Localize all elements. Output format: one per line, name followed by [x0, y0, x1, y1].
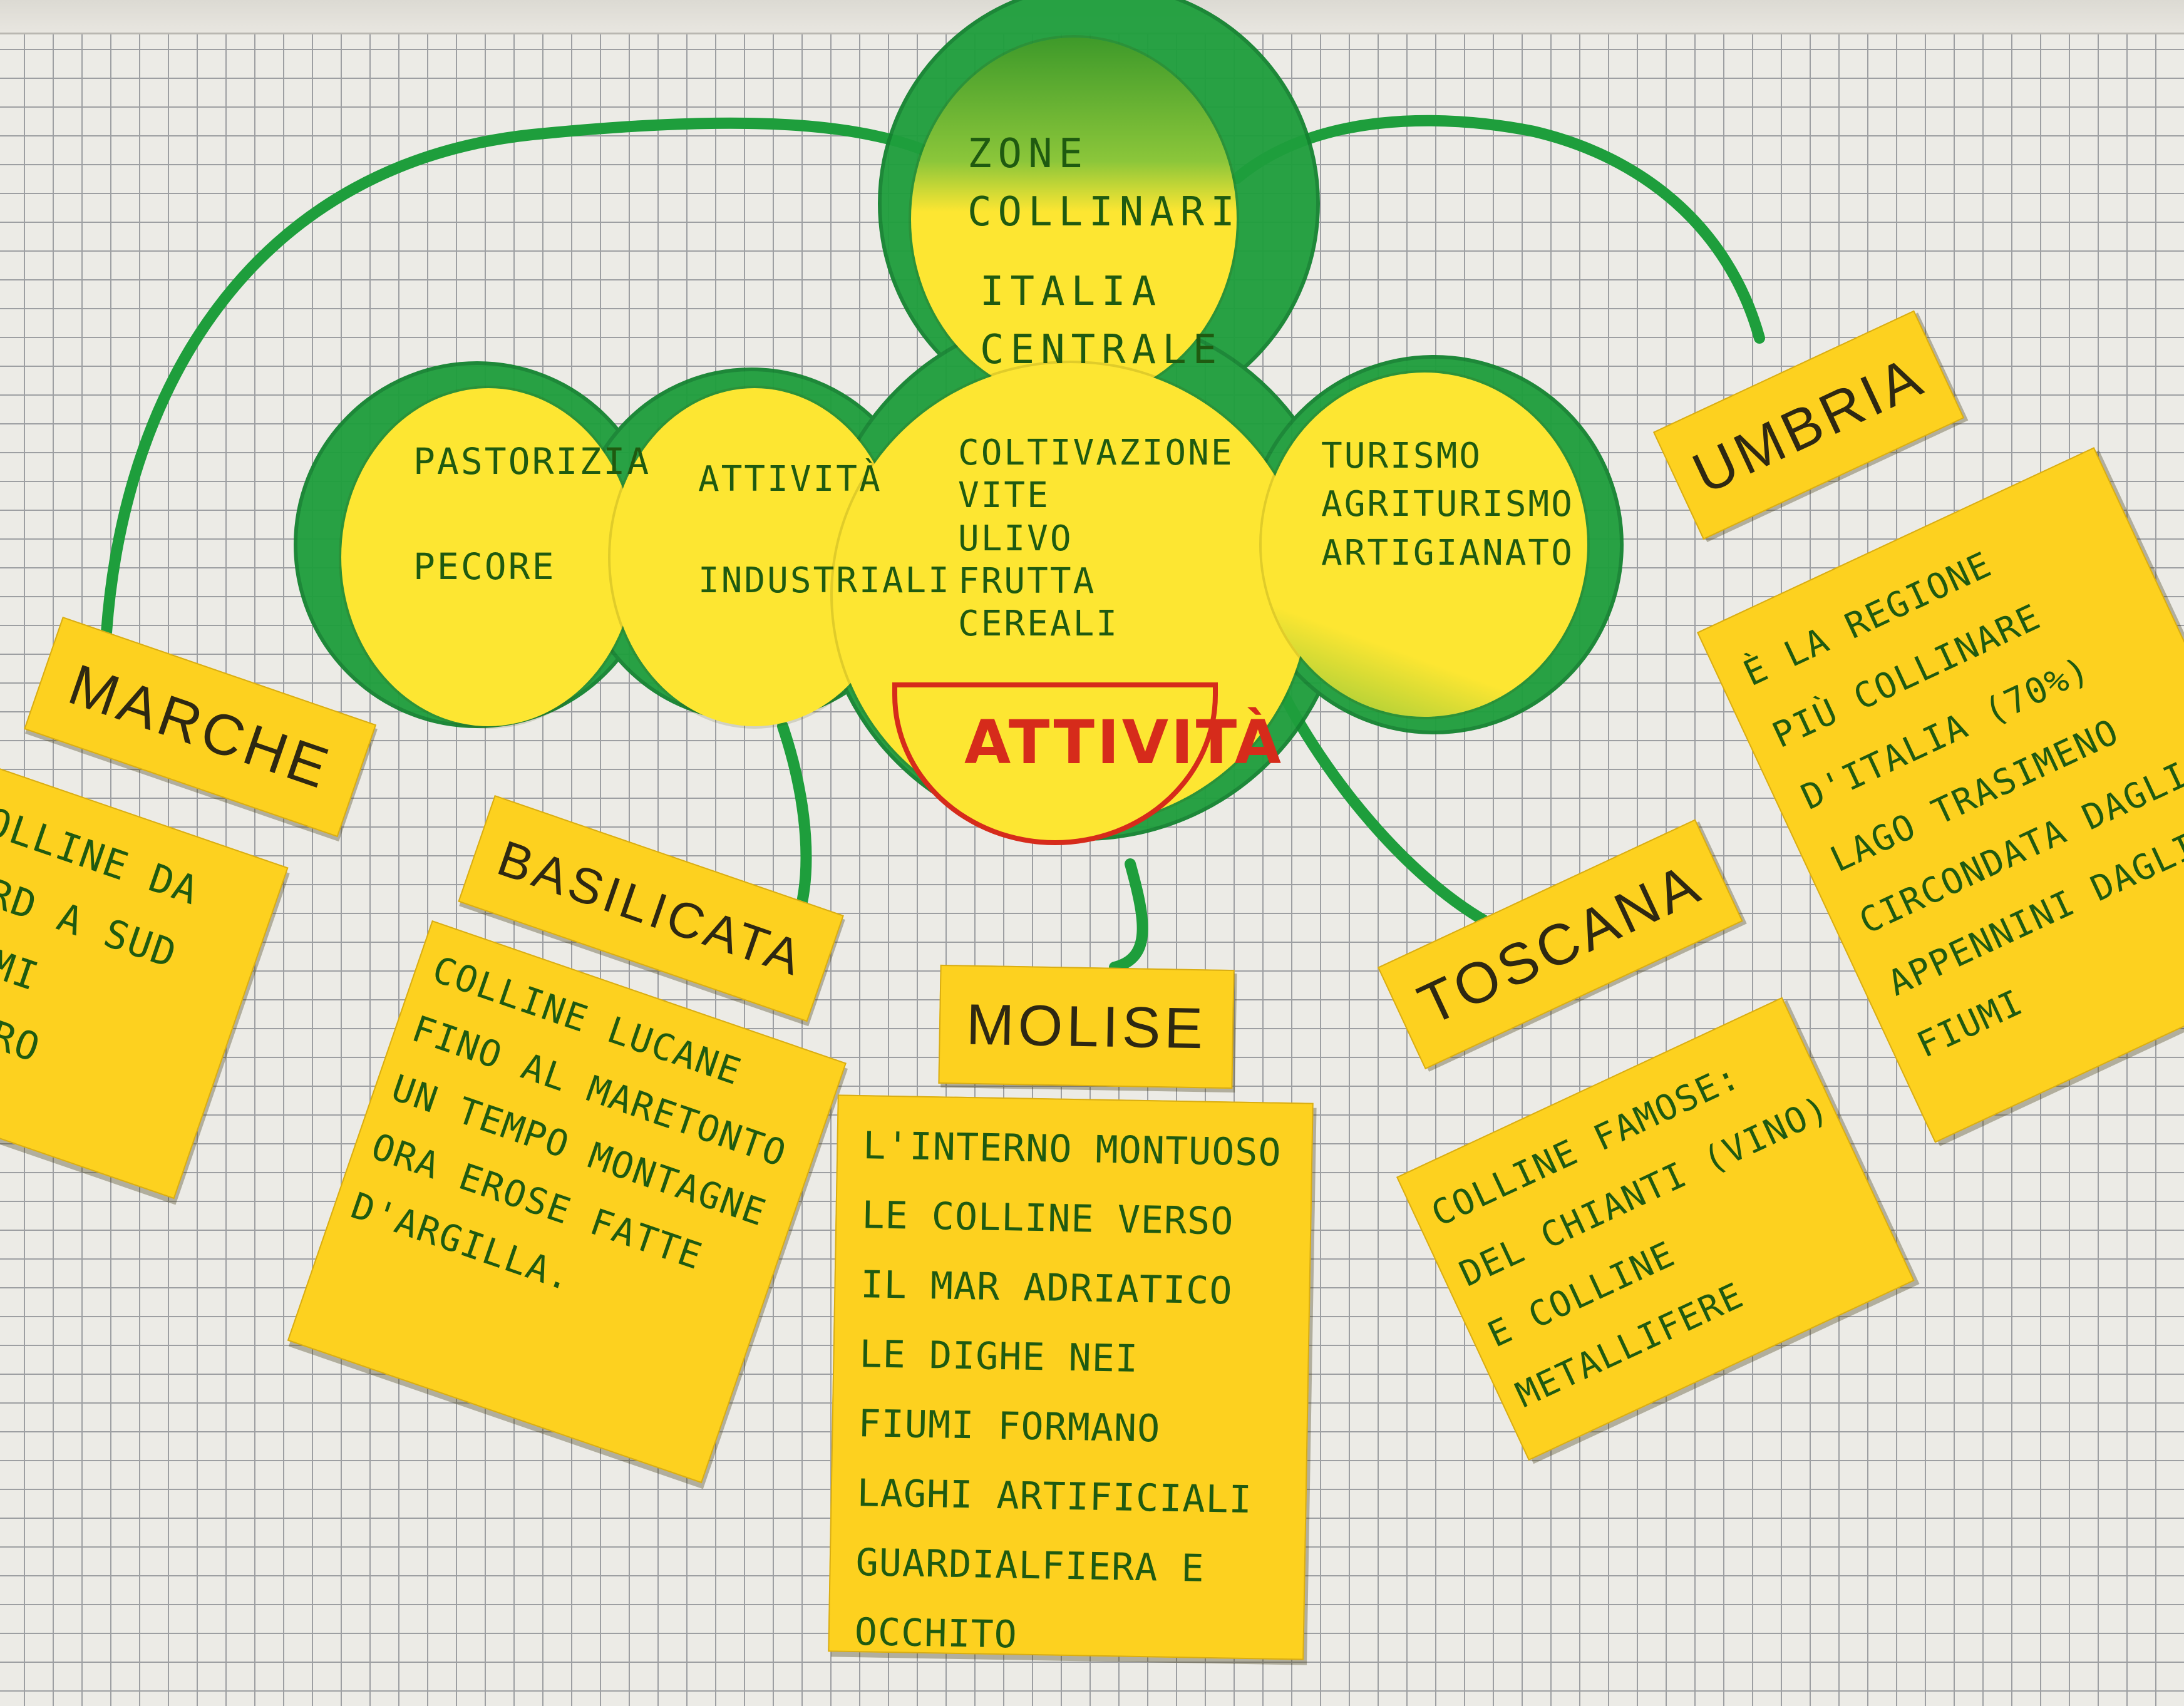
center-subtitle: ITALIA CENTRALE — [980, 269, 1223, 373]
connector-umbria — [1231, 115, 1765, 344]
circle-turismo — [1262, 373, 1587, 717]
molise-text: L'INTERNO MONTUOSO LE COLLINE VERSO IL M… — [854, 1124, 1282, 1657]
activity-turismo: TURISMO AGRITURISMO ARTIGIANATO — [1321, 436, 1574, 573]
region-card-molise: L'INTERNO MONTUOSO LE COLLINE VERSO IL M… — [828, 1094, 1314, 1660]
attivita-label: ATTIVITÀ — [964, 707, 1284, 778]
molise-name: MOLISE — [966, 992, 1207, 1061]
activity-pastorizia: PASTORIZIA PECORE — [413, 440, 651, 588]
region-label-molise: MOLISE — [938, 964, 1235, 1089]
center-title: ZONE COLLINARI — [967, 131, 1241, 235]
connector-marche — [101, 117, 957, 638]
circle-pastorizia — [341, 388, 636, 726]
connector-molise — [1109, 858, 1148, 973]
circle-zone-collinari — [911, 38, 1237, 401]
activity-coltivazione: COLTIVAZIONE VITE ULIVO FRUTTA CEREALI — [958, 433, 1234, 645]
activity-industriali: ATTIVITÀ INDUSTRIALI — [698, 459, 951, 602]
